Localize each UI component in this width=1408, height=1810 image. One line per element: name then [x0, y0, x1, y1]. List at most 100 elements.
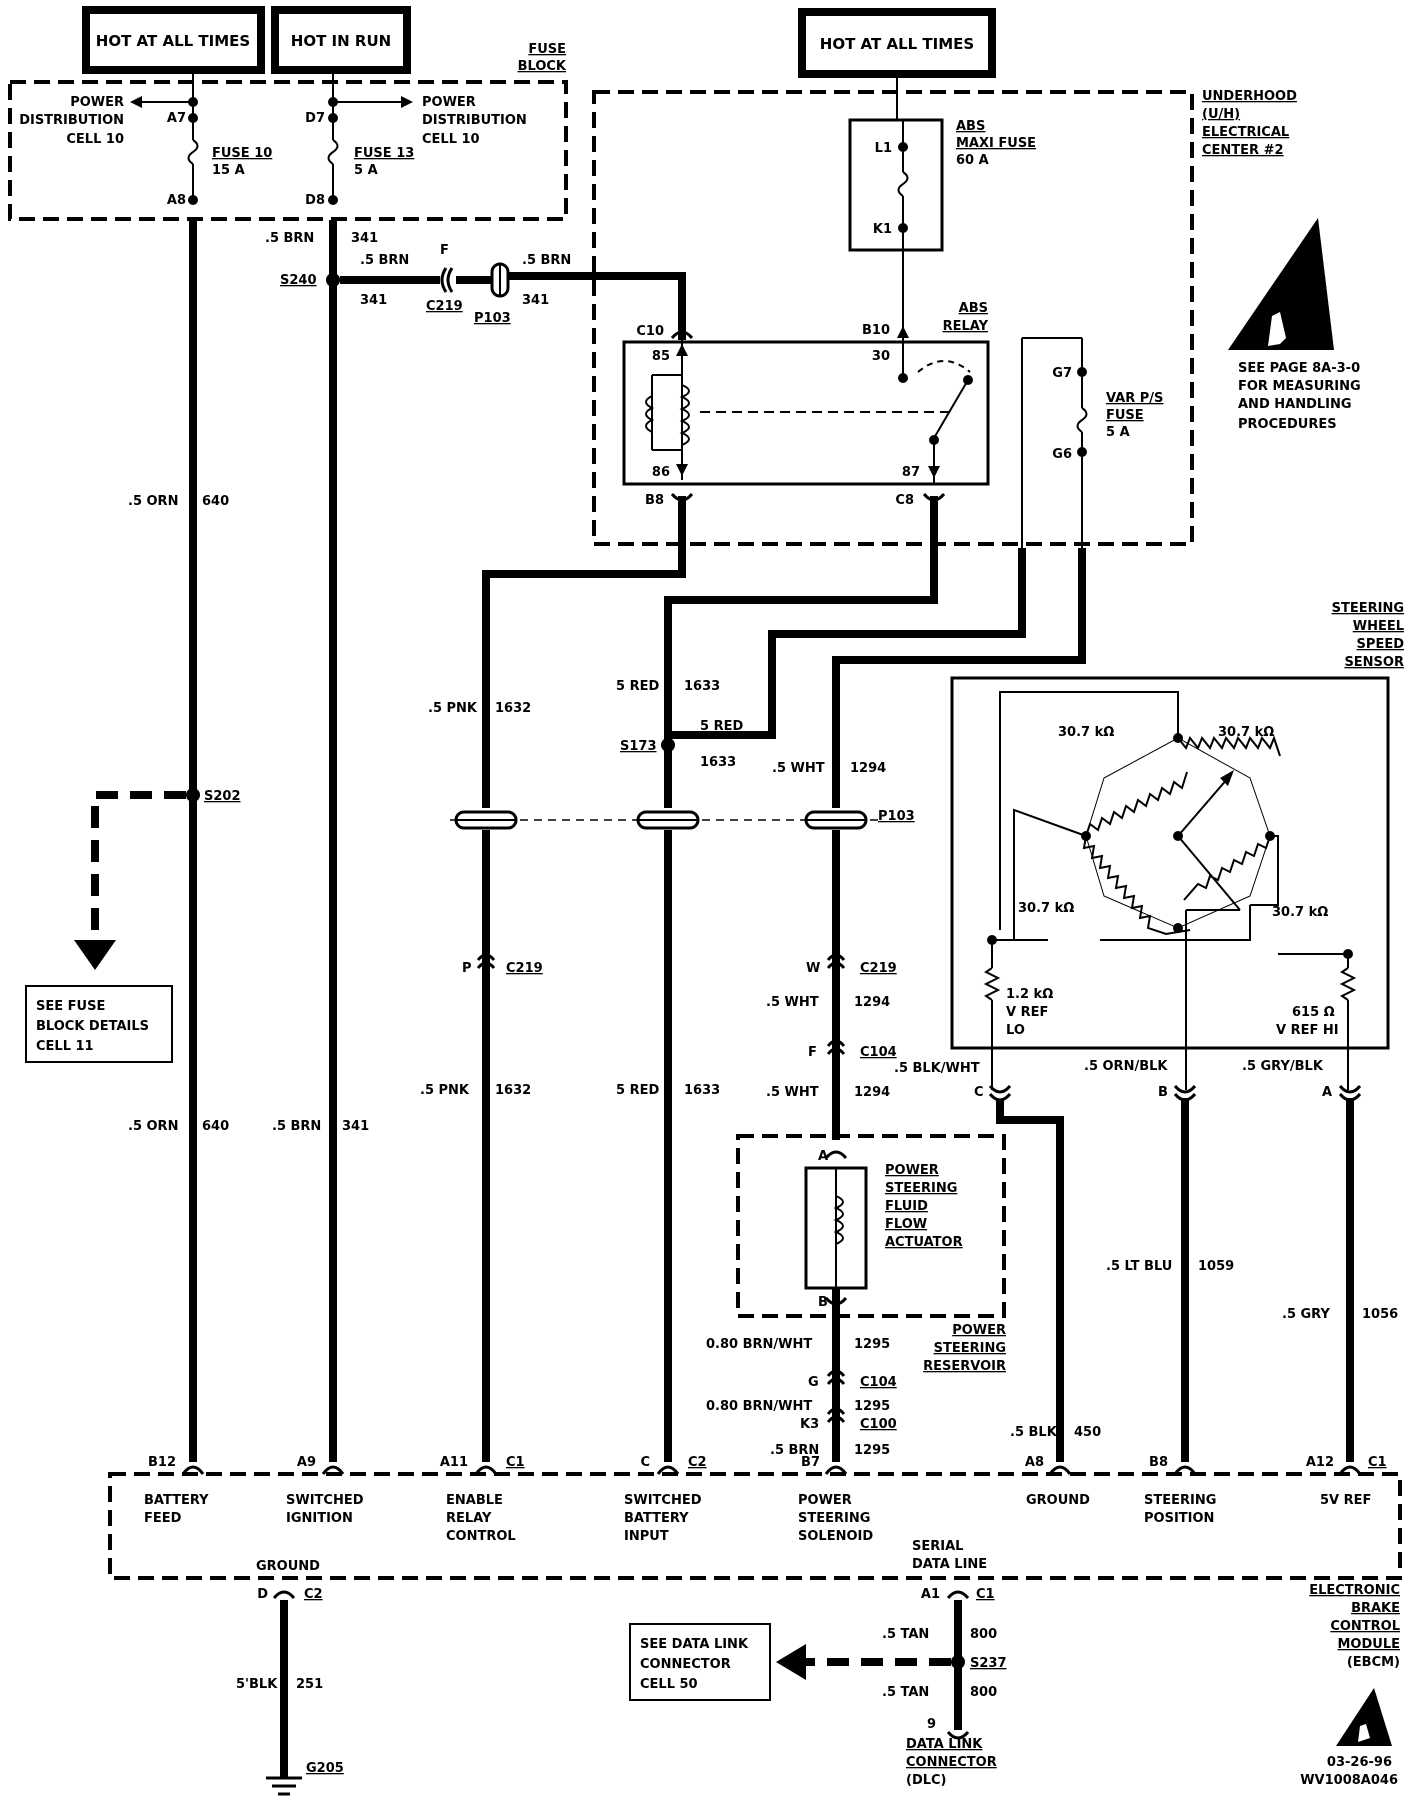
ebcm-pin-b7: B7 POWER STEERING SOLENOID [798, 1455, 873, 1544]
maxi-rating: 60 A [956, 153, 989, 168]
wire-label: 1294 [850, 761, 886, 776]
wire-label: 450 [1074, 1425, 1101, 1440]
connector-label: K3 [800, 1417, 819, 1432]
pin-function: POSITION [1144, 1511, 1214, 1526]
header-text: HOT IN RUN [291, 32, 391, 50]
connector-label: C2 [688, 1455, 707, 1470]
connector-label: C2 [304, 1587, 323, 1602]
var-fuse-rating: 5 A [1106, 425, 1130, 440]
wire-label: 1294 [854, 1085, 890, 1100]
wire-label: 1059 [1198, 1259, 1234, 1274]
wire-label: .5 LT BLU [1106, 1259, 1172, 1274]
ebcm-pin-b8: B8 STEERING POSITION [1144, 1455, 1216, 1526]
pdc-label: DISTRIBUTION [19, 113, 124, 128]
pin-label: C10 [636, 324, 664, 339]
pin-function: POWER [798, 1493, 852, 1508]
wire-label: 640 [202, 1119, 229, 1134]
underhood-title: ELECTRICAL [1202, 125, 1289, 140]
pin-function: CONTROL [446, 1529, 516, 1544]
wire-label: 640 [202, 494, 229, 509]
connector-label: P103 [878, 809, 915, 824]
wire-label: 1295 [854, 1443, 890, 1458]
var-fuse-title: VAR P/S [1106, 391, 1163, 406]
pin-function: SWITCHED [286, 1493, 364, 1508]
wire-label: .5 PNK [420, 1083, 470, 1098]
wire-label: 5'BLK [236, 1677, 278, 1692]
fuse-rating: 5 A [354, 163, 378, 178]
wire-label: .5 ORN [128, 494, 178, 509]
pin-label: D [257, 1587, 268, 1602]
wire-label: 1633 [684, 679, 720, 694]
dlc-name: (DLC) [906, 1773, 947, 1788]
pin-label: B8 [1149, 1455, 1168, 1470]
pin-label: B8 [645, 493, 664, 508]
ebcm-pin-a8: A8 GROUND [1025, 1455, 1090, 1508]
wire-label: .5 GRY [1282, 1307, 1330, 1322]
underhood-title: UNDERHOOD [1202, 89, 1297, 104]
header-hot-at-all-times-2: HOT AT ALL TIMES [798, 8, 996, 78]
pin-label: A8 [167, 193, 186, 208]
fuse-block-title: BLOCK [518, 59, 567, 74]
wire-label: 341 [342, 1119, 369, 1134]
wire-1633-var-fuse [672, 548, 1026, 739]
pin-label: D8 [305, 193, 325, 208]
wire-label: 341 [360, 293, 387, 308]
underhood-title: (U/H) [1202, 107, 1240, 122]
wire-label: .5 BLK [1010, 1425, 1058, 1440]
esd-note: AND HANDLING [1238, 397, 1352, 412]
ebcm-pin-a12: A12 C1 5V REF [1306, 1455, 1387, 1508]
footer-code: WV1008A046 [1300, 1773, 1398, 1788]
resistor-label: LO [1006, 1023, 1025, 1038]
fuse-rating: 15 A [212, 163, 245, 178]
connector-label: C1 [1368, 1455, 1387, 1470]
reservoir-title: RESERVOIR [923, 1359, 1006, 1374]
esd-note: FOR MEASURING [1238, 379, 1361, 394]
header-text: HOT AT ALL TIMES [96, 32, 250, 50]
footer-date: 03-26-96 [1327, 1755, 1392, 1770]
ebcm-pin-b12: B12 BATTERY FEED [144, 1455, 209, 1526]
abs-relay: ABS RELAY 85 86 B10 30 87 [622, 301, 990, 486]
pin-function: IGNITION [286, 1511, 353, 1526]
actuator-title: STEERING [885, 1181, 957, 1196]
wire-label: .5 BRN [360, 253, 409, 268]
power-steering-reservoir [736, 1134, 1006, 1318]
pin-label: A8 [1025, 1455, 1044, 1470]
splice-label: S202 [204, 789, 241, 804]
pin-label: B [818, 1295, 828, 1310]
wire-label: 1295 [854, 1337, 890, 1352]
wire-label: .5 ORN [128, 1119, 178, 1134]
reservoir-title: STEERING [934, 1341, 1006, 1356]
underhood-title: CENTER #2 [1202, 143, 1284, 158]
wire-label: 1056 [1362, 1307, 1398, 1322]
ebcm-name: CONTROL [1330, 1619, 1400, 1634]
wire-label: .5 TAN [882, 1685, 929, 1700]
fuse13-label: FUSE 13 [354, 146, 414, 161]
actuator-title: POWER [885, 1163, 939, 1178]
pin-label: 9 [927, 1717, 936, 1732]
resistor-label: 30.7 kΩ [1018, 901, 1074, 916]
ebcm-pin-a11: A11 C1 ENABLE RELAY CONTROL [440, 1455, 525, 1544]
pin-function: 5V REF [1320, 1493, 1371, 1508]
resistor-label: 1.2 kΩ [1006, 987, 1053, 1002]
fuse-details-note [25, 985, 173, 1063]
ebcm-pin-a9: A9 SWITCHED IGNITION [286, 1455, 364, 1526]
wire-label: 0.80 BRN/WHT [706, 1337, 812, 1352]
fuse10-label: FUSE 10 [212, 146, 272, 161]
maxi-title: ABS [956, 119, 985, 134]
ebcm-ground-label: GROUND [256, 1559, 320, 1574]
header-hot-at-all-times-1: HOT AT ALL TIMES [82, 6, 265, 74]
pin-label: B10 [862, 323, 890, 338]
connector-label: F [440, 243, 449, 258]
pdc-label: CELL 10 [66, 132, 124, 147]
pin-label: C [974, 1085, 984, 1100]
pin-label: L1 [875, 141, 892, 156]
wire-label: 1633 [700, 755, 736, 770]
pin-label: B [1158, 1085, 1168, 1100]
serial-label: DATA LINE [912, 1557, 987, 1572]
resistor-label: 615 Ω [1292, 1005, 1335, 1020]
wire-1632 [482, 496, 686, 808]
connector-label: F [808, 1045, 817, 1060]
pdc-label: POWER [422, 95, 476, 110]
pin-function: BATTERY [624, 1511, 689, 1526]
wire-1633 [664, 496, 938, 808]
